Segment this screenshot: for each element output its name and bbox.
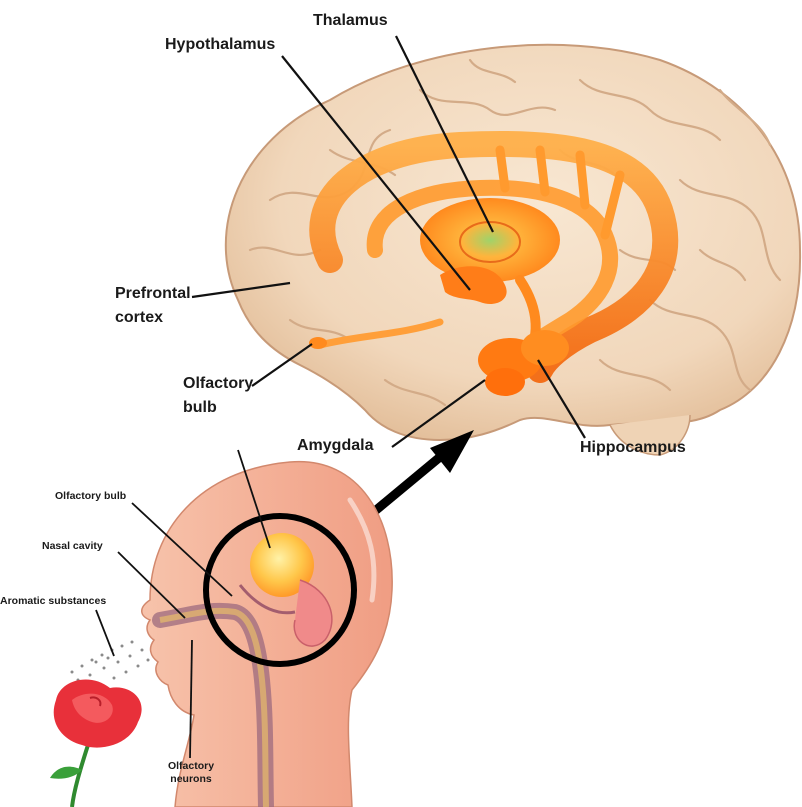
label-hippocampus: Hippocampus: [580, 439, 686, 457]
label-hypothalamus: Hypothalamus: [165, 36, 275, 54]
label-aromatic-substances: Aromatic substances: [0, 595, 106, 607]
label-neurons-line2: neurons: [160, 773, 222, 786]
label-olfactory-line1: Olfactory: [183, 372, 253, 396]
label-prefrontal-line2: cortex: [115, 306, 191, 330]
label-prefrontal-cortex: Prefrontal cortex: [115, 282, 191, 330]
label-olfactory-bulb-brain: Olfactory bulb: [183, 372, 253, 420]
label-thalamus: Thalamus: [313, 12, 388, 30]
label-prefrontal-line1: Prefrontal: [115, 282, 191, 306]
human-head: [142, 462, 392, 807]
label-neurons-line1: Olfactory: [160, 760, 222, 773]
label-amygdala: Amygdala: [297, 437, 373, 455]
rose-icon: [50, 679, 142, 807]
label-olfactory-neurons: Olfactory neurons: [160, 760, 222, 786]
brain: [226, 45, 800, 455]
label-olfactory-line2: bulb: [183, 396, 253, 420]
label-nasal-cavity: Nasal cavity: [42, 540, 103, 552]
label-olfactory-bulb-head: Olfactory bulb: [55, 490, 126, 502]
